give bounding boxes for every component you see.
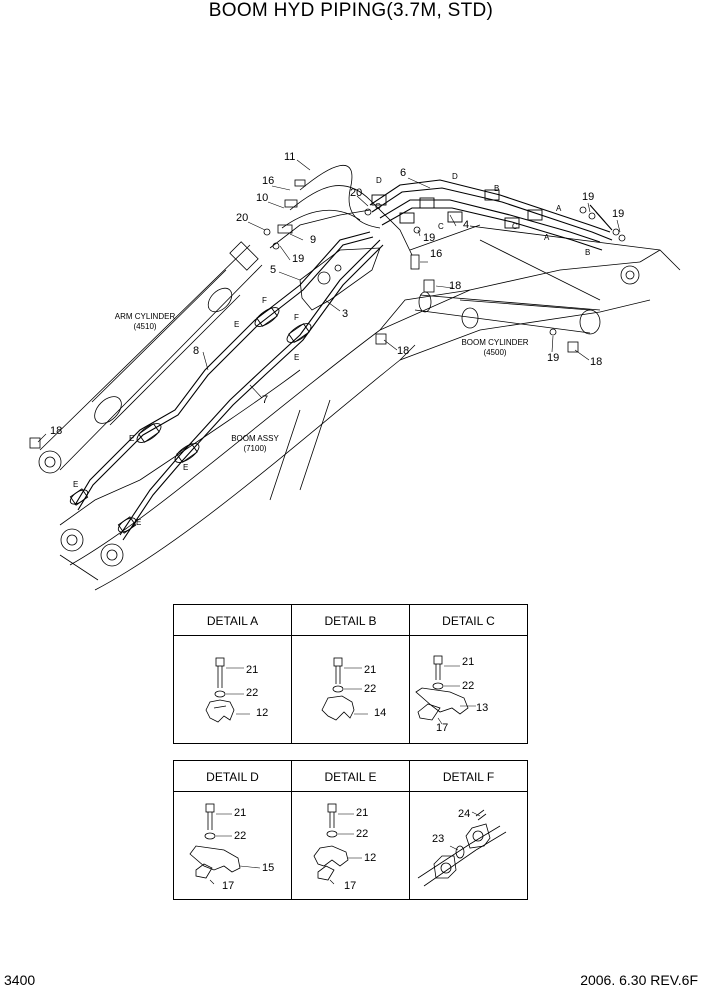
ref-letter-c: C	[375, 202, 381, 211]
detail-e-part-12: 12	[364, 852, 377, 864]
ref-letter-e: E	[183, 463, 189, 472]
callout-6: 6	[400, 167, 407, 179]
boom-piping-diagram	[29, 159, 681, 591]
detail-c-part-17: 17	[436, 722, 449, 734]
callout-18: 18	[397, 345, 410, 357]
detail-table-def: DETAIL D 21 22 15 17 DETAIL E	[173, 760, 528, 900]
callout-19: 19	[612, 208, 625, 220]
page-number: 3400	[4, 972, 36, 988]
pipe-clamps	[69, 189, 543, 534]
detail-d-part-21: 21	[234, 807, 247, 819]
callout-16: 16	[262, 175, 275, 187]
callout-19: 19	[582, 191, 595, 203]
ref-letter-e: E	[234, 320, 240, 329]
detail-a-part-22: 22	[246, 687, 259, 699]
callout-18: 18	[449, 280, 462, 292]
ref-letter-f: F	[262, 296, 267, 305]
detail-b-cell: DETAIL B 21 22 14	[292, 605, 410, 743]
detail-b-part-14: 14	[374, 707, 387, 719]
callout-20: 20	[350, 187, 363, 199]
detail-c-drawing	[415, 655, 476, 725]
revision-date: 2006. 6.30 REV.6F	[580, 972, 698, 988]
detail-d-part-22: 22	[234, 830, 247, 842]
detail-b-part-22: 22	[364, 683, 377, 695]
detail-f-title: DETAIL F	[442, 770, 495, 784]
ref-letter-d: D	[452, 172, 458, 181]
steel-pipes	[74, 231, 384, 541]
callout-9: 9	[310, 234, 317, 246]
callout-10: 10	[256, 192, 269, 204]
detail-e-part-22: 22	[356, 828, 369, 840]
page-title: BOOM HYD PIPING(3.7M, STD)	[208, 0, 494, 21]
detail-c-cell: DETAIL C 21 22 13 17	[410, 605, 527, 743]
callout-20: 20	[236, 212, 249, 224]
detail-e-part-21: 21	[356, 807, 369, 819]
detail-e-part-17: 17	[344, 880, 357, 892]
detail-f-cell: DETAIL F 24 23	[410, 761, 527, 899]
ref-letter-e: E	[129, 434, 135, 443]
ref-letter-e: E	[73, 480, 79, 489]
boom-assy-caption: BOOM ASSY (7100)	[231, 434, 279, 453]
callout-18: 18	[590, 356, 603, 368]
arm-cylinder-shape	[38, 241, 263, 474]
ref-letter-b: B	[494, 184, 500, 193]
detail-f-part-23: 23	[432, 833, 445, 845]
detail-c-part-21: 21	[462, 656, 475, 668]
detail-e-title: DETAIL E	[324, 770, 377, 784]
callout-19: 19	[292, 253, 305, 265]
boom-cylinder-shape	[414, 291, 601, 335]
callout-4: 4	[463, 219, 470, 231]
detail-a-part-12: 12	[256, 707, 269, 719]
detail-d-title: DETAIL D	[206, 770, 259, 784]
callout-16: 16	[430, 248, 443, 260]
ref-letter-c: C	[512, 222, 518, 231]
detail-d-part-15: 15	[262, 862, 275, 874]
ref-letter-f: F	[294, 313, 299, 322]
boom-assembly-outline	[59, 224, 681, 591]
ref-letter-a: A	[544, 233, 550, 242]
detail-b-drawing	[321, 657, 368, 721]
detail-e-drawing	[313, 803, 362, 885]
ref-letter-a: A	[556, 204, 562, 213]
ref-letter-b: B	[585, 248, 591, 257]
detail-c-title: DETAIL C	[442, 614, 495, 628]
callout-18: 18	[50, 425, 63, 437]
detail-e-cell: DETAIL E 21 22 12 17	[292, 761, 410, 899]
detail-a-title: DETAIL A	[206, 614, 259, 628]
boom-cylinder-caption: BOOM CYLINDER (4500)	[461, 338, 529, 357]
detail-d-cell: DETAIL D 21 22 15 17	[174, 761, 292, 899]
ref-letter-e: E	[136, 518, 142, 527]
detail-f-drawing	[417, 809, 507, 887]
detail-a-drawing	[205, 657, 250, 723]
ref-letter-d: D	[376, 176, 382, 185]
detail-b-title: DETAIL B	[324, 614, 377, 628]
detail-f-part-24: 24	[458, 808, 471, 820]
piping-bracket-shape	[299, 247, 381, 311]
ref-letter-e: E	[294, 353, 300, 362]
callout-8: 8	[193, 345, 200, 357]
callout-11: 11	[284, 151, 296, 163]
boom-top-pipes	[369, 179, 613, 251]
callout-19: 19	[547, 352, 560, 364]
callout-5: 5	[270, 264, 277, 276]
arm-cylinder-caption: ARM CYLINDER (4510)	[114, 312, 176, 331]
detail-d-part-17: 17	[222, 880, 235, 892]
callout-3: 3	[342, 308, 349, 320]
detail-d-drawing	[189, 803, 261, 885]
ref-letter-c: C	[438, 222, 444, 231]
detail-table-abc: DETAIL A 21 22 12 DETAIL B 21 22 1	[173, 604, 528, 744]
detail-b-part-21: 21	[364, 664, 377, 676]
detail-c-part-13: 13	[476, 702, 489, 714]
detail-c-part-22: 22	[462, 680, 475, 692]
detail-a-cell: DETAIL A 21 22 12	[174, 605, 292, 743]
fittings	[29, 179, 626, 449]
detail-a-part-21: 21	[246, 664, 259, 676]
hose-lines	[269, 164, 413, 256]
leader-lines	[37, 159, 621, 443]
callout-19: 19	[423, 232, 436, 244]
callout-7: 7	[262, 394, 269, 406]
